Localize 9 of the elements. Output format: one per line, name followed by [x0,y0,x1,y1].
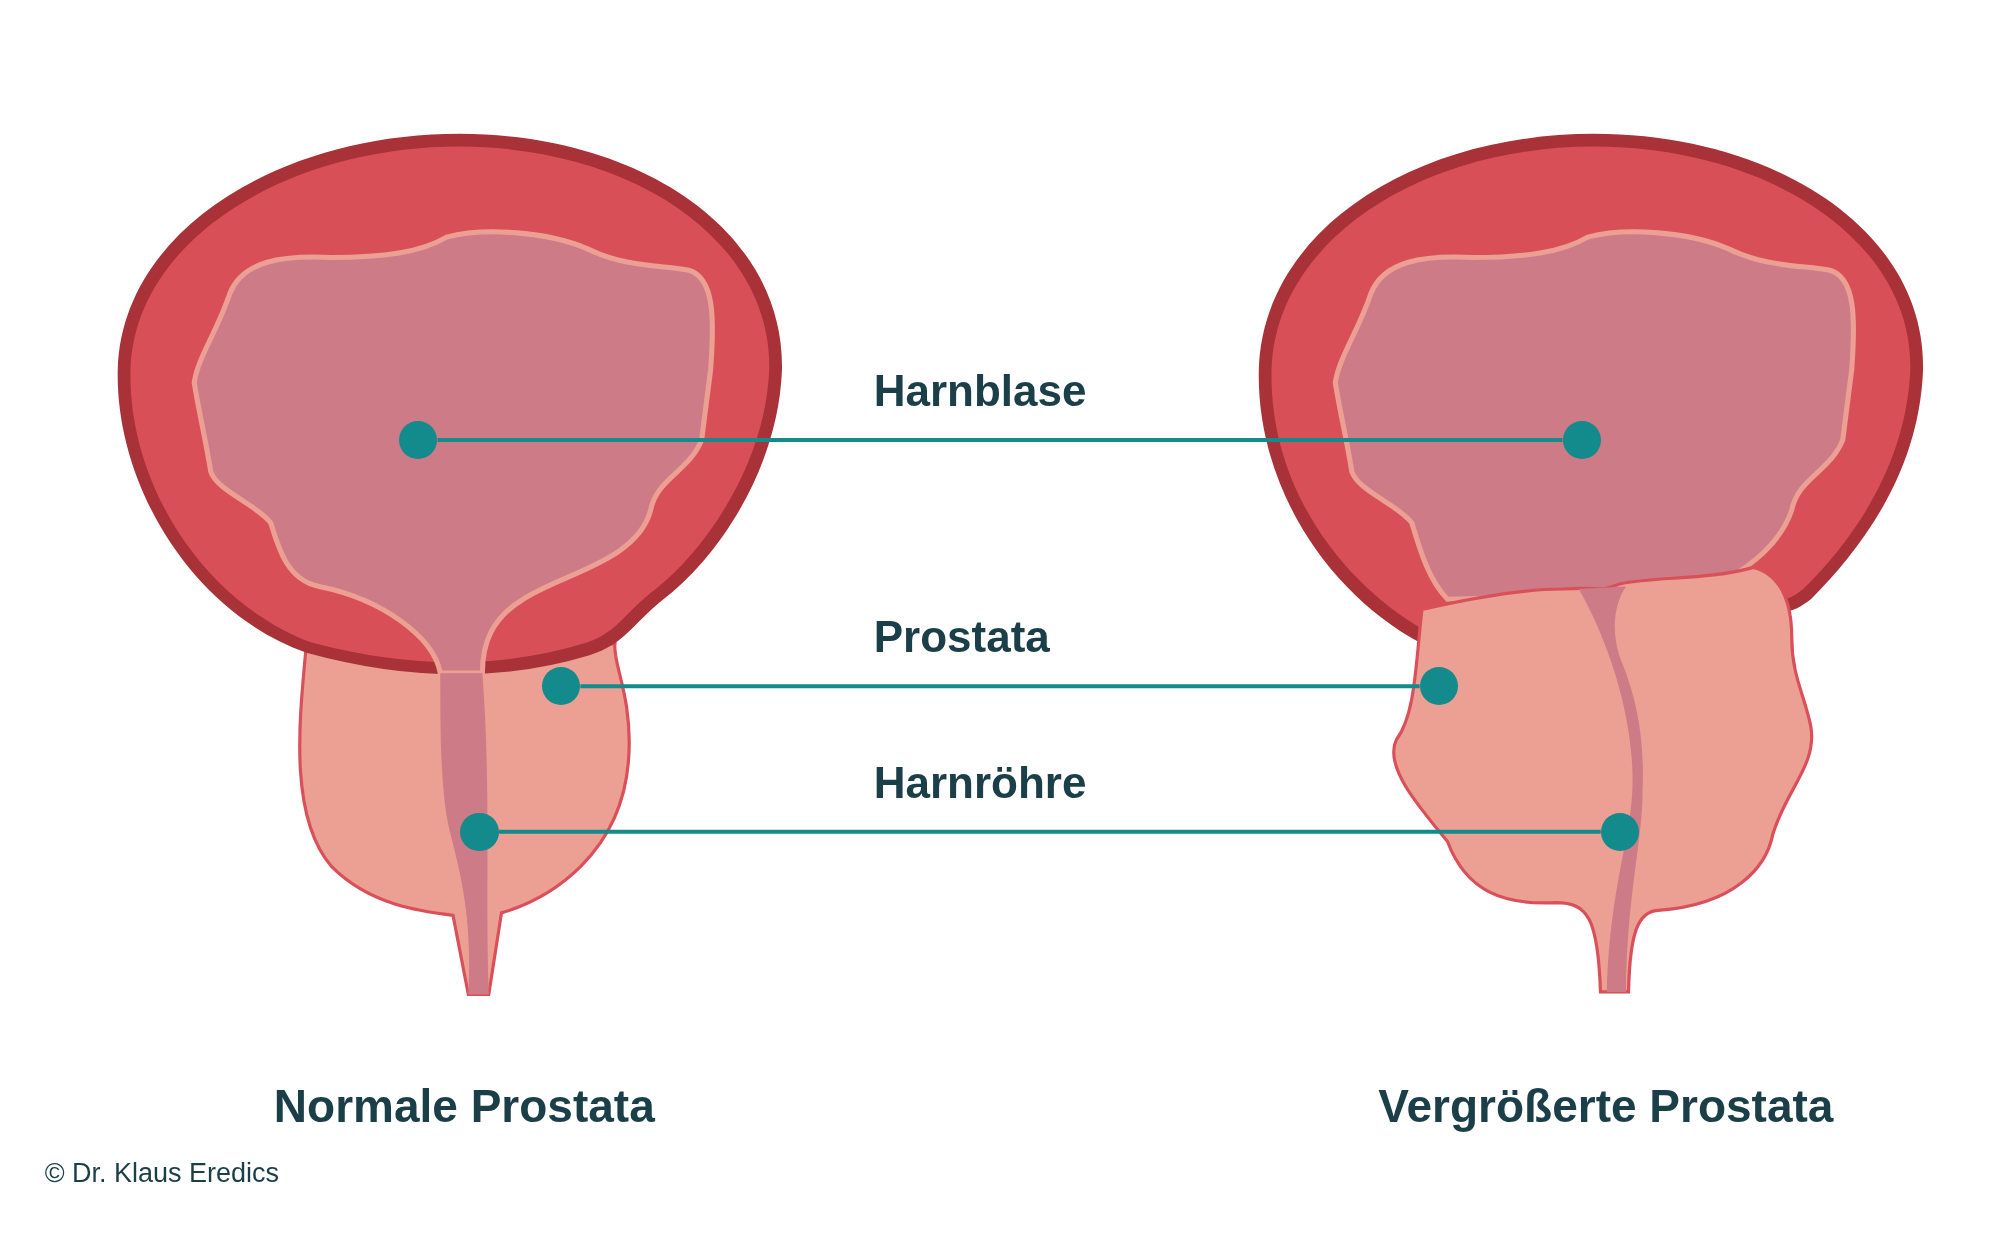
copyright-note: © Dr. Klaus Eredics [44,1158,280,1190]
leader-line [580,684,1420,689]
leader-line [498,829,1601,834]
caption: Normale Prostata [273,1079,655,1134]
edge-label: Harnblase [873,366,1087,417]
caption: Vergrößerte Prostata [1378,1079,1834,1134]
edge-label: Harnröhre [873,757,1087,808]
edge-label: Prostata [873,612,1050,663]
leader-line [437,438,1563,443]
